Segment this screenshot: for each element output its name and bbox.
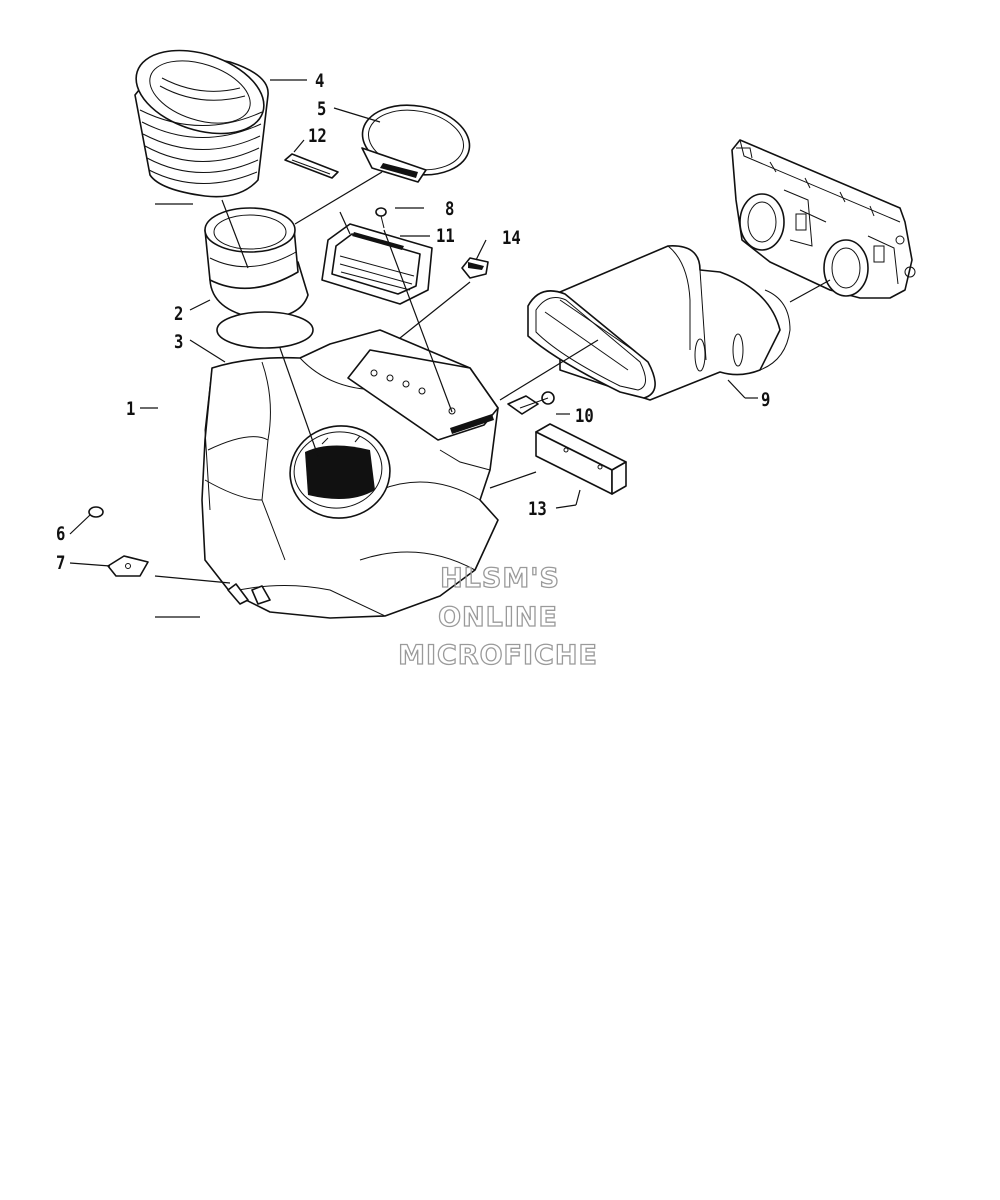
callout-4: 4 [315, 71, 324, 93]
callout-11: 11 [436, 226, 455, 248]
part-14-clip [461, 257, 489, 279]
part-12-bracket [284, 153, 339, 179]
part-13-foam-block [535, 423, 627, 495]
callout-8: 8 [445, 199, 454, 221]
callout-2: 2 [174, 304, 183, 326]
leader-lines [69, 79, 831, 618]
callout-14: 14 [502, 228, 521, 250]
part-8-screw [375, 207, 387, 229]
callout-7: 7 [56, 553, 65, 575]
callout-5: 5 [317, 99, 326, 121]
callout-6: 6 [56, 524, 65, 546]
part-1-airbox [201, 329, 499, 619]
watermark-line-2: ONLINE [438, 602, 558, 633]
part-7-plate [107, 555, 149, 577]
callout-13: 13 [528, 499, 547, 521]
part-10-fastener [507, 391, 555, 415]
callout-labels: 1 2 3 4 5 6 7 8 9 10 11 12 13 14 [56, 71, 770, 575]
part-4-bellows [134, 49, 269, 198]
part-2-adapter [204, 207, 309, 319]
callout-3: 3 [174, 332, 183, 354]
part-5-clamp [361, 104, 471, 183]
part-6-washer [88, 506, 104, 518]
part-9-duct [527, 245, 791, 401]
watermark-line-3: MICROFICHE [398, 640, 598, 671]
part-3-gasket [216, 311, 314, 349]
callout-10: 10 [575, 406, 594, 428]
callout-12: 12 [308, 126, 327, 148]
carburetor-assembly [731, 139, 916, 299]
callout-9: 9 [761, 390, 770, 412]
watermark-line-1: HLSM'S [440, 563, 560, 594]
callout-1: 1 [126, 399, 135, 421]
watermark: HLSM'S ONLINE MICROFICHE [397, 562, 598, 671]
